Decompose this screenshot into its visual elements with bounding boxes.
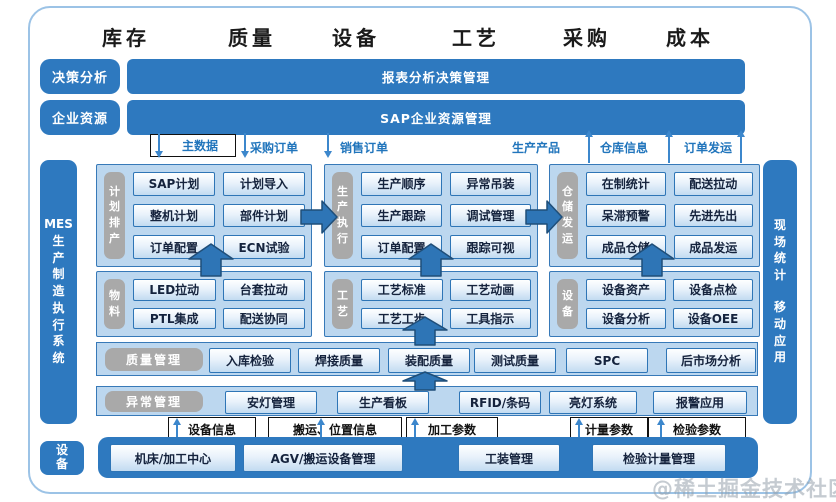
panel-equipment: 设备 设备资产 设备点检 设备分析 设备OEE	[549, 271, 760, 337]
module-box: 部件计划	[223, 203, 305, 228]
flow-arrow-right-icon	[525, 200, 563, 234]
module-box: 台套拉动	[222, 279, 305, 301]
exception-management-bar: 异常管理 安灯管理 生产看板 RFID/条码 亮灯系统 报警应用	[96, 386, 758, 416]
up-arrow-icon	[665, 130, 673, 163]
module-box: 装配质量	[388, 348, 470, 373]
panel-production-execution: 生产执行 生产顺序 异常吊装 生产跟踪 调试管理 订单配置 跟踪可视	[324, 164, 538, 267]
down-arrow-icon	[241, 133, 249, 158]
quality-management-bar: 质量管理 入库检验 焊接质量 装配质量 测试质量 SPC 后市场分析	[96, 342, 758, 376]
module-box: 工装管理	[458, 444, 560, 472]
flow-arrow-up-icon	[402, 316, 448, 346]
module-box: 先进先出	[673, 203, 753, 228]
master-data-text: 主数据	[181, 139, 218, 153]
module-box: 工艺动画	[449, 279, 531, 301]
warehouse-info-label: 仓库信息	[600, 141, 649, 155]
module-box: SPC	[566, 348, 648, 373]
onsite-mobile-sidebar-text: 现场统计移动应用	[773, 217, 786, 365]
module-box: 设备资产	[586, 279, 666, 301]
decision-analysis-label: 决策分析	[40, 59, 120, 94]
module-box: 后市场分析	[666, 348, 756, 373]
module-box: 亮灯系统	[549, 391, 637, 414]
up-arrow-icon	[737, 130, 745, 163]
diagram-outer-border	[28, 6, 812, 494]
module-box: 计划导入	[223, 172, 305, 196]
module-box: 检验计量管理	[592, 444, 726, 472]
module-box: SAP计划	[133, 172, 215, 196]
flow-arrow-right-icon	[300, 200, 338, 234]
header-procurement: 采购	[563, 26, 611, 50]
module-box: 配送拉动	[673, 172, 753, 196]
purchase-order-label: 采购订单	[250, 141, 299, 155]
order-shipping-label: 订单发运	[684, 141, 733, 155]
flow-arrow-up-icon	[402, 371, 448, 391]
module-box: 呆滞预警	[586, 203, 666, 228]
module-box: 在制统计	[586, 172, 666, 196]
quality-management-label: 质量管理	[105, 348, 203, 371]
onsite-mobile-sidebar: 现场统计移动应用	[763, 160, 797, 424]
module-box: 测试质量	[474, 348, 556, 373]
module-box: 整机计划	[133, 203, 215, 228]
production-product-label: 生产产品	[512, 141, 561, 155]
panel-production-execution-label: 生产执行	[332, 172, 353, 259]
flow-arrow-up-icon	[188, 243, 234, 277]
module-box: 工艺标准	[361, 279, 443, 301]
module-box: 生产顺序	[361, 172, 442, 196]
master-data-label: 主数据	[150, 134, 236, 157]
exception-management-label: 异常管理	[105, 391, 203, 412]
header-process: 工艺	[452, 26, 500, 50]
module-box: RFID/条码	[459, 391, 541, 414]
panel-equipment-label: 设备	[557, 279, 578, 329]
up-arrow-icon	[317, 418, 325, 446]
equipment-bottom-label: 设备	[40, 441, 84, 475]
module-box: 机床/加工中心	[110, 444, 236, 472]
module-box: 设备OEE	[673, 307, 753, 329]
report-decision-banner: 报表分析决策管理	[127, 59, 745, 94]
module-box: ECN试验	[223, 235, 305, 259]
panel-material: 物料 LED拉动 台套拉动 PTL集成 配送协同	[96, 271, 312, 337]
up-arrow-icon	[585, 130, 593, 163]
panel-plan-scheduling-label: 计划排产	[104, 172, 125, 259]
module-box: 安灯管理	[225, 391, 317, 414]
module-box: PTL集成	[133, 307, 216, 329]
flow-arrow-up-icon	[629, 243, 675, 277]
down-arrow-icon	[155, 133, 163, 158]
module-box: AGV/搬运设备管理	[243, 444, 403, 472]
panel-process-label: 工艺	[332, 279, 353, 329]
down-arrow-icon	[324, 133, 332, 158]
up-arrow-icon	[173, 418, 181, 446]
module-box: 报警应用	[653, 391, 747, 414]
module-box: 入库检验	[209, 348, 291, 373]
header-quality: 质量	[228, 26, 276, 50]
panel-material-label: 物料	[104, 279, 125, 329]
module-box: 成品发运	[673, 235, 753, 259]
watermark: @稀土掘金技术社区	[652, 477, 836, 501]
up-arrow-icon	[575, 418, 583, 446]
up-arrow-icon	[657, 418, 665, 446]
panel-warehouse-shipping-label: 仓储发运	[557, 172, 578, 259]
header-cost: 成本	[666, 26, 714, 50]
module-box: 设备分析	[586, 307, 666, 329]
module-box: 异常吊装	[450, 172, 531, 196]
sap-erp-banner: SAP企业资源管理	[127, 100, 745, 135]
enterprise-resource-label: 企业资源	[40, 100, 120, 135]
module-box: 工具指示	[449, 307, 531, 329]
module-box: 焊接质量	[298, 348, 380, 373]
header-equipment: 设备	[332, 26, 380, 50]
module-box: 设备点检	[673, 279, 753, 301]
module-box: 跟踪可视	[450, 235, 531, 259]
module-box: 生产看板	[337, 391, 429, 414]
module-box: 调试管理	[450, 203, 531, 228]
module-box: 订单配置	[133, 235, 215, 259]
header-inventory: 库存	[102, 26, 150, 50]
up-arrow-icon	[411, 418, 419, 446]
module-box: 配送协同	[222, 307, 305, 329]
equipment-layer-bar: 机床/加工中心 AGV/搬运设备管理 工装管理 检验计量管理	[98, 437, 758, 478]
flow-arrow-up-icon	[408, 243, 454, 277]
module-box: LED拉动	[133, 279, 216, 301]
sales-order-label: 销售订单	[340, 141, 389, 155]
module-box: 生产跟踪	[361, 203, 442, 228]
